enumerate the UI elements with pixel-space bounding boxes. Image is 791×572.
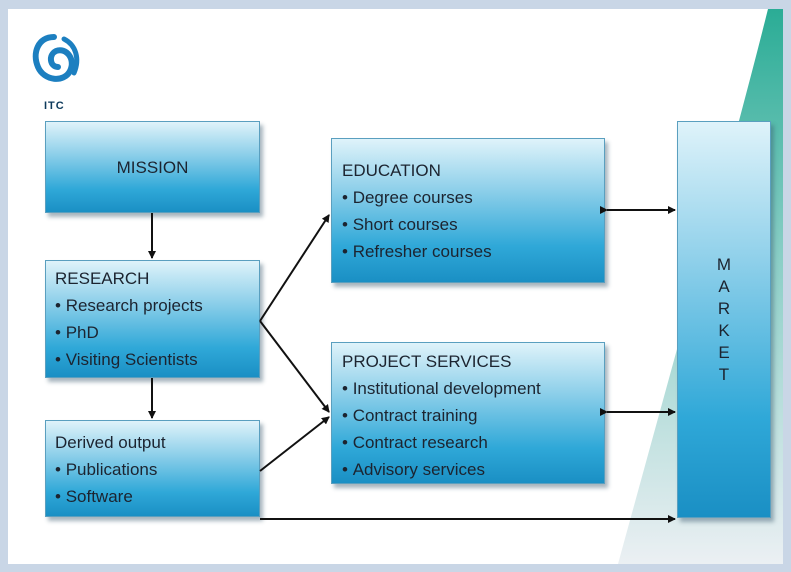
project-services-title: PROJECT SERVICES xyxy=(342,352,512,371)
project-services-item: Contract research xyxy=(342,429,604,456)
derived-output-box: Derived output Publications Software xyxy=(45,420,260,517)
slide: ITC MISSION RESEARCH Research projects P… xyxy=(8,9,783,564)
market-letter: T xyxy=(718,364,730,384)
derived-output-title: Derived output xyxy=(55,433,166,452)
project-services-item: Contract training xyxy=(342,402,604,429)
market-box: M A R K E T xyxy=(677,121,771,518)
derived-output-item: Publications xyxy=(55,456,259,483)
education-title: EDUCATION xyxy=(342,161,441,180)
market-letter: R xyxy=(717,298,731,318)
logo-text: ITC xyxy=(44,100,65,112)
education-box: EDUCATION Degree courses Short courses R… xyxy=(331,138,605,283)
itc-logo-icon xyxy=(32,34,80,82)
project-services-box: PROJECT SERVICES Institutional developme… xyxy=(331,342,605,484)
education-item: Degree courses xyxy=(342,184,604,211)
market-letter: M xyxy=(716,254,732,274)
research-title: RESEARCH xyxy=(55,269,150,288)
research-box: RESEARCH Research projects PhD Visiting … xyxy=(45,260,260,378)
project-services-item: Institutional development xyxy=(342,375,604,402)
research-item: Research projects xyxy=(55,292,259,319)
market-letter: K xyxy=(718,320,730,340)
mission-box: MISSION xyxy=(45,121,260,213)
research-item: PhD xyxy=(55,319,259,346)
project-services-item: Advisory services xyxy=(342,456,604,483)
mission-label: MISSION xyxy=(116,157,189,177)
market-letter: E xyxy=(718,342,730,362)
research-item: Visiting Scientists xyxy=(55,346,259,373)
education-item: Short courses xyxy=(342,211,604,238)
education-item: Refresher courses xyxy=(342,238,604,265)
market-letter: A xyxy=(718,276,730,296)
derived-output-item: Software xyxy=(55,483,259,510)
